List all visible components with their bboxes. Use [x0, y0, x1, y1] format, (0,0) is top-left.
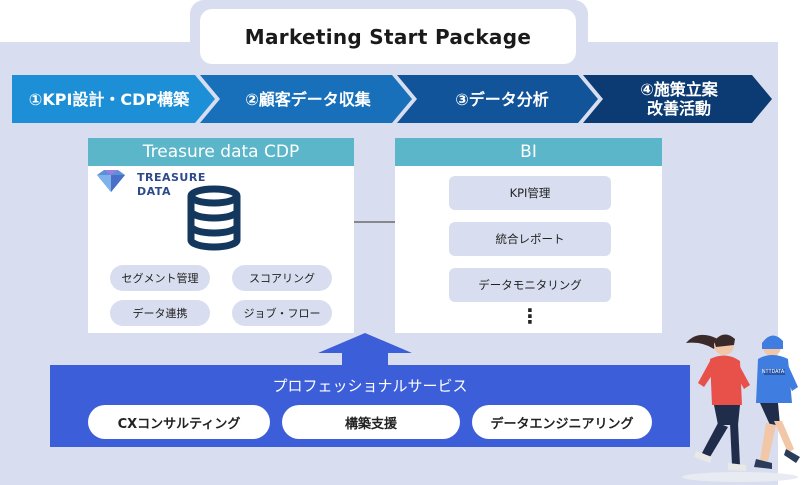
jacket-brand-text: NTTDATA	[762, 369, 785, 375]
treasure-data-logo-icon	[97, 170, 125, 192]
step-3-arrow	[397, 75, 598, 123]
female-runner-icon	[686, 334, 750, 471]
step-4-arrow	[583, 75, 772, 123]
service-cx-consulting: CXコンサルティング	[88, 405, 270, 439]
step-4-label: ④施策立案 改善活動	[598, 75, 760, 123]
cdp-header: Treasure data CDP	[88, 138, 354, 166]
more-ellipsis-icon: ⋮	[520, 304, 540, 328]
logo-line-2: DATA	[137, 185, 171, 198]
runners-illustration: NTTDATA	[682, 334, 800, 482]
step-1-label: ①KPI設計・CDP構築	[28, 89, 190, 109]
services-title: プロフェッショナルサービス	[272, 376, 468, 395]
step-2-label: ②顧客データ収集	[245, 89, 371, 109]
process-steps: ①KPI設計・CDP構築 ②顧客データ収集 ③データ分析 ④施策立案 改善活動	[0, 75, 780, 123]
step-4-line-1: ④施策立案	[640, 80, 718, 99]
process-arrows	[12, 75, 772, 123]
step-1-arrow	[12, 75, 215, 123]
cdp-pill-scoring: スコアリング	[232, 265, 332, 291]
step-3-label: ③データ分析	[455, 89, 549, 109]
service-data-engineering: データエンジニアリング	[472, 405, 652, 439]
cdp-pill-data-link: データ連携	[110, 300, 210, 326]
bi-item-report: 統合レポート	[449, 222, 611, 256]
cdp-pill-job-flow: ジョブ・フロー	[232, 300, 332, 326]
bi-item-kpi: KPI管理	[449, 176, 611, 210]
up-arrow-icon	[318, 333, 412, 367]
step-2-arrow	[200, 75, 412, 123]
step-4-line-2: 改善活動	[646, 99, 711, 118]
male-runner-icon	[754, 335, 800, 469]
treasure-data-logo-text: TREASURE DATA	[137, 171, 206, 199]
bi-header: BI	[395, 138, 662, 166]
package-title: Marketing Start Package	[200, 9, 576, 64]
cdp-pill-segment: セグメント管理	[110, 265, 210, 291]
bi-item-monitoring: データモニタリング	[449, 268, 611, 302]
logo-line-1: TREASURE	[137, 171, 206, 184]
database-icon	[187, 185, 241, 251]
service-build-support: 構築支援	[282, 405, 460, 439]
